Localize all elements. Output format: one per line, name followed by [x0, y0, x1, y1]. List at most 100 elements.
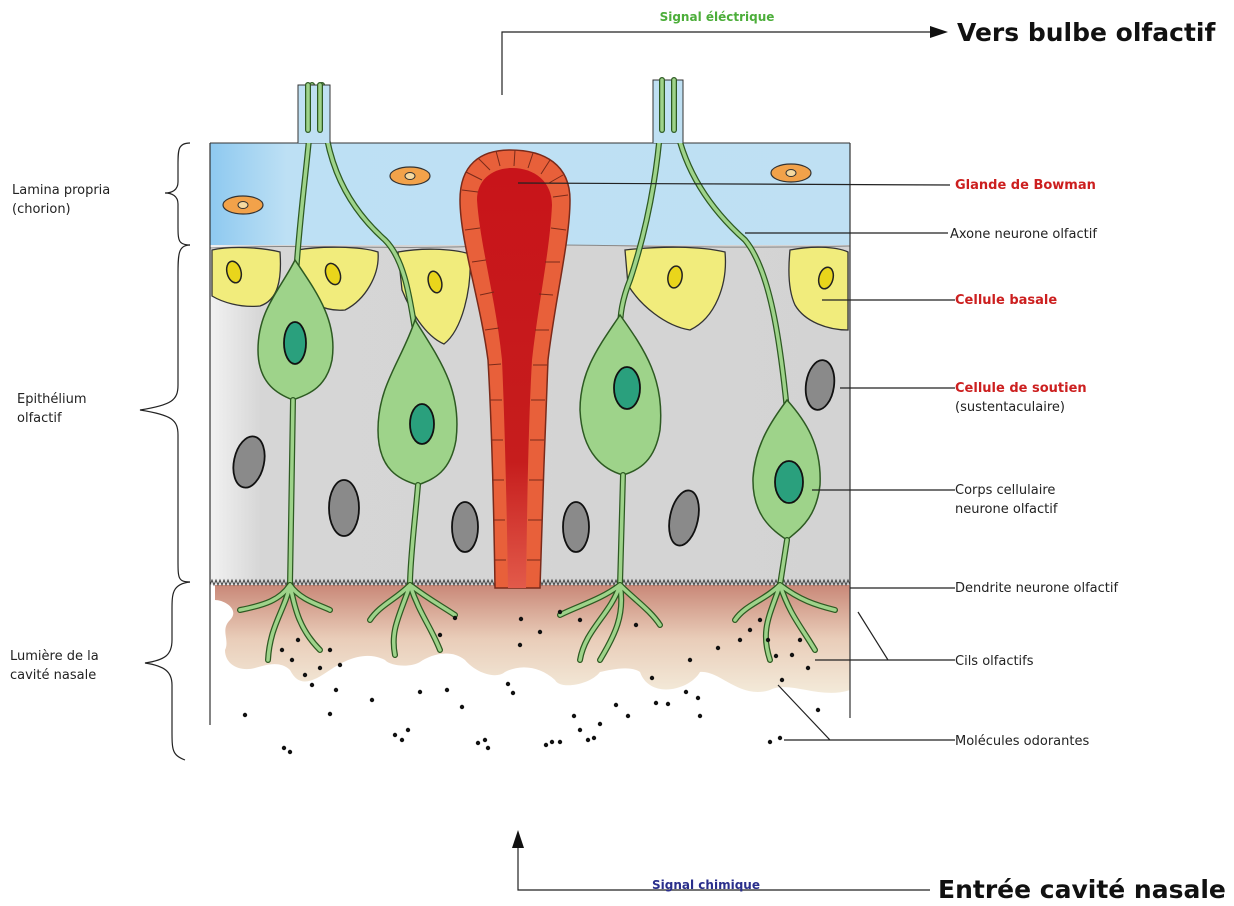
- odorant-molecule-dot: [338, 663, 342, 667]
- odorant-molecule-dot: [806, 666, 810, 670]
- axon-tube-left: [298, 85, 330, 143]
- odorant-molecule-dot: [778, 736, 782, 740]
- odorant-molecule-dot: [780, 678, 784, 682]
- epithelium-label-2: olfactif: [17, 411, 62, 426]
- odorant-molecule-dot: [758, 618, 762, 622]
- lumen-label-2: cavité nasale: [10, 668, 96, 683]
- odorant-molecule-dot: [328, 712, 332, 716]
- corps-label-1: Corps cellulaire: [955, 483, 1055, 498]
- odorant-molecule-dot: [519, 617, 523, 621]
- soutien-label: Cellule de soutien: [955, 381, 1087, 396]
- odorant-molecule-dot: [626, 714, 630, 718]
- odorant-molecule-dot: [476, 741, 480, 745]
- lamina-cell-2: [390, 167, 430, 185]
- brace-lumen: [145, 582, 190, 760]
- basal-cell-1: [212, 248, 280, 307]
- odorant-molecule-dot: [334, 688, 338, 692]
- odorant-molecule-dot: [748, 628, 752, 632]
- odorant-molecule-dot: [296, 638, 300, 642]
- odorant-molecule-dot: [483, 738, 487, 742]
- cils-label: Cils olfactifs: [955, 654, 1034, 669]
- odorant-molecule-dot: [558, 610, 562, 614]
- odorant-molecule-dot: [798, 638, 802, 642]
- odorant-molecule-dot: [634, 623, 638, 627]
- signal-electric-path: [502, 32, 930, 95]
- odorant-molecule-dot: [282, 746, 286, 750]
- odorant-molecule-dot: [816, 708, 820, 712]
- odorant-molecule-dot: [438, 633, 442, 637]
- soutien-sub-label: (sustentaculaire): [955, 400, 1065, 415]
- odorant-molecule-dot: [288, 750, 292, 754]
- odorant-molecule-dot: [572, 714, 576, 718]
- odorant-molecule-dot: [280, 648, 284, 652]
- signal-electric-label: Signal éléctrique: [660, 10, 775, 24]
- odorant-molecule-dot: [684, 690, 688, 694]
- epithelium-label-1: Epithélium: [17, 392, 87, 407]
- odorant-molecule-dot: [666, 702, 670, 706]
- odorant-molecule-dot: [518, 643, 522, 647]
- brace-lamina: [165, 143, 190, 245]
- dendrite-label: Dendrite neurone olfactif: [955, 581, 1119, 596]
- odorant-molecule-dot: [310, 683, 314, 687]
- odorant-molecule-dot: [328, 648, 332, 652]
- destination-label: Vers bulbe olfactif: [957, 18, 1216, 47]
- axon-tube-right: [653, 80, 683, 143]
- molecules-label: Molécules odorantes: [955, 734, 1089, 749]
- arrow-right-icon: [930, 26, 948, 38]
- odorant-molecule-dot: [654, 701, 658, 705]
- brace-epithelium: [140, 245, 190, 582]
- odorant-molecule-dot: [688, 658, 692, 662]
- lamina-label-2: (chorion): [12, 202, 71, 217]
- basale-label: Cellule basale: [955, 293, 1057, 308]
- odorant-molecule-dot: [506, 682, 510, 686]
- odorant-molecule-dot: [774, 654, 778, 658]
- signal-chemical-label: Signal chimique: [652, 878, 760, 892]
- leader-molecules: [778, 685, 955, 740]
- odorant-molecule-dot: [790, 653, 794, 657]
- axone-label: Axone neurone olfactif: [950, 227, 1097, 242]
- odorant-molecule-dot: [318, 666, 322, 670]
- odorant-molecule-dot: [766, 638, 770, 642]
- odorant-molecule-dot: [592, 736, 596, 740]
- odorant-molecule-dot: [578, 728, 582, 732]
- odorant-molecule-dot: [303, 673, 307, 677]
- odorant-molecule-dot: [393, 733, 397, 737]
- support-cell-nucleus-2: [329, 480, 359, 536]
- lamina-cell-3: [771, 164, 811, 182]
- corps-label-2: neurone olfactif: [955, 502, 1058, 517]
- lamina-label-1: Lamina propria: [12, 183, 110, 198]
- support-cell-nucleus-4: [563, 502, 589, 552]
- odorant-molecule-dot: [370, 698, 374, 702]
- support-cell-nucleus-3: [452, 502, 478, 552]
- odorant-molecule-dot: [698, 714, 702, 718]
- odorant-molecule-dot: [290, 658, 294, 662]
- odorant-molecule-dot: [614, 703, 618, 707]
- odorant-molecule-dot: [418, 690, 422, 694]
- odorant-molecule-dot: [511, 691, 515, 695]
- odorant-molecule-dot: [550, 740, 554, 744]
- odorant-molecule-dot: [716, 646, 720, 650]
- glande-label: Glande de Bowman: [955, 178, 1096, 193]
- odorant-molecule-dot: [738, 638, 742, 642]
- odorant-molecule-dot: [453, 616, 457, 620]
- odorant-molecule-dot: [486, 746, 490, 750]
- odorant-molecule-dot: [400, 738, 404, 742]
- odorant-molecule-dot: [598, 722, 602, 726]
- odorant-molecule-dot: [578, 618, 582, 622]
- lamina-cell-1: [223, 196, 263, 214]
- odorant-molecule-dot: [460, 705, 464, 709]
- odorant-molecule-dot: [445, 688, 449, 692]
- odorant-molecule-dot: [558, 740, 562, 744]
- odorant-molecule-dot: [243, 713, 247, 717]
- odorant-molecule-dot: [538, 630, 542, 634]
- odorant-molecule-dot: [650, 676, 654, 680]
- odorant-molecule-dot: [768, 740, 772, 744]
- arrow-up-icon: [512, 830, 524, 848]
- odorant-molecule-dot: [586, 738, 590, 742]
- odorant-molecule-dot: [696, 696, 700, 700]
- odorant-molecule-dot: [544, 743, 548, 747]
- entry-label: Entrée cavité nasale: [938, 875, 1226, 904]
- odorant-molecule-dot: [406, 728, 410, 732]
- lumen-label-1: Lumière de la: [10, 649, 99, 664]
